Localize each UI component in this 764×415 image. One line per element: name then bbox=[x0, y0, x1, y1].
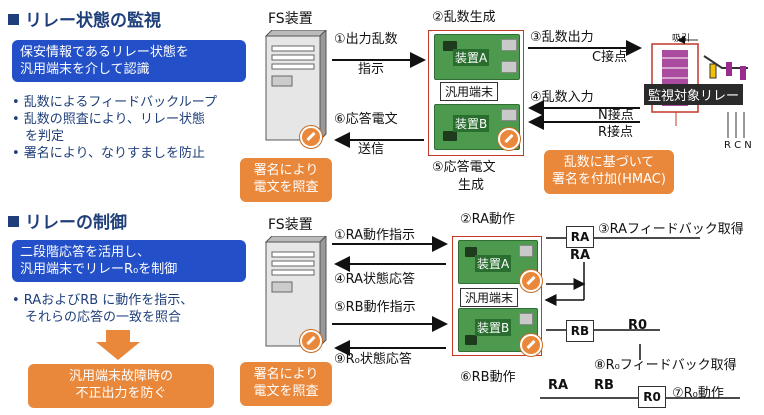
verify-signature-box: 署名により 電文を照査 bbox=[240, 362, 332, 406]
square-bullet-icon bbox=[8, 14, 19, 25]
bullet-item: • 乱数によるフィードバックループ bbox=[12, 95, 217, 110]
step6-label: ⑥応答電文 bbox=[334, 112, 398, 127]
bullet-item: • 乱数の照査により、リレー状態 bbox=[12, 112, 206, 127]
step3-dest-label: C接点 bbox=[592, 50, 628, 65]
step1-label: ①出力乱数 bbox=[334, 32, 398, 47]
hmac-signature-box: 乱数に基づいて 署名を付加(HMAC) bbox=[544, 150, 674, 194]
general-terminal-label: 汎用端末 bbox=[440, 82, 499, 101]
bullet-item: • 署名により、なりすましを防止 bbox=[12, 146, 206, 161]
bullet-item: それらの応答の一致を照合 bbox=[12, 310, 182, 325]
relay-pin-labels: R C N bbox=[724, 140, 752, 151]
bullet-item: • RAおよびRB に動作を指示、 bbox=[12, 293, 194, 308]
ctrl-step8-label: ⑧R₀フィードバック取得 bbox=[594, 358, 737, 373]
fs-server-label: FS装置 bbox=[268, 11, 313, 27]
ctrl-step6-label: ⑥RB動作 bbox=[460, 370, 516, 385]
ctrl-step4-label: ④RA状態応答 bbox=[334, 272, 416, 287]
step1-label-2: 指示 bbox=[358, 62, 385, 77]
device-b-board: 装置B bbox=[458, 308, 538, 352]
signature-pen-icon bbox=[520, 270, 542, 292]
section2-title: リレーの制御 bbox=[8, 208, 127, 233]
signature-pen-icon bbox=[498, 128, 520, 150]
section2-summary: 二段階応答を活用し、 汎用端末でリレーR₀を制御 bbox=[12, 240, 246, 282]
device-a-board: 装置A bbox=[458, 240, 538, 284]
verify-signature-box: 署名により 電文を照査 bbox=[240, 158, 332, 202]
down-arrow-icon bbox=[96, 330, 140, 360]
ctrl-step5-label: ⑤RB動作指示 bbox=[334, 300, 416, 315]
relay-ra-series-label: RA bbox=[548, 378, 569, 393]
relay-ra-contact-label: RA bbox=[570, 248, 591, 263]
bullet-item: を判定 bbox=[12, 129, 65, 144]
ctrl-step2-label: ②RA動作 bbox=[460, 212, 516, 227]
step3-label: ③乱数出力 bbox=[530, 30, 594, 45]
step4-label: ④乱数入力 bbox=[530, 90, 594, 105]
section2-bullets: • RAおよびRB に動作を指示、 それらの応答の一致を照合 bbox=[12, 292, 193, 326]
relay-rb-box: RB bbox=[566, 320, 594, 342]
relay-r0-contact-label: R0 bbox=[628, 318, 648, 333]
monitored-relay-label: 監視対象リレー bbox=[644, 84, 744, 105]
general-terminal-frame bbox=[452, 236, 542, 356]
signature-pen-icon bbox=[520, 334, 542, 356]
step5-label-2: 生成 bbox=[458, 178, 485, 193]
relay-ra-box: RA bbox=[566, 226, 594, 248]
ctrl-step3-label: ③RAフィードバック取得 bbox=[598, 222, 744, 237]
relay-rb-series-label: RB bbox=[594, 378, 614, 393]
section1-summary: 保安情報であるリレー状態を 汎用端末を介して認識 bbox=[12, 40, 246, 82]
fs-server-label: FS装置 bbox=[268, 217, 313, 233]
fs-server-icon bbox=[264, 236, 327, 348]
result-box: 汎用端末故障時の 不正出力を防ぐ bbox=[28, 364, 214, 408]
fs-server-icon bbox=[264, 30, 327, 142]
square-bullet-icon bbox=[8, 216, 19, 227]
step2-label: ②乱数生成 bbox=[432, 10, 496, 25]
step5-label: ⑤応答電文 bbox=[432, 160, 496, 175]
step4-r-label: R接点 bbox=[598, 125, 634, 140]
general-terminal-frame bbox=[428, 30, 524, 156]
step4-n-label: N接点 bbox=[598, 108, 634, 123]
signature-pen-icon bbox=[300, 126, 322, 148]
section1-bullets: • 乱数によるフィードバックループ • 乱数の照査により、リレー状態 を判定 •… bbox=[12, 94, 217, 162]
signature-pen-icon bbox=[300, 330, 322, 352]
general-terminal-label: 汎用端末 bbox=[460, 288, 519, 307]
relay-r0-box: R0 bbox=[638, 386, 666, 408]
step6-label-2: 送信 bbox=[358, 142, 385, 157]
ctrl-step7-label: ⑦R₀動作 bbox=[672, 386, 724, 401]
ctrl-step1-label: ①RA動作指示 bbox=[334, 228, 416, 243]
section1-title: リレー状態の監視 bbox=[8, 6, 161, 31]
device-a-board: 装置A bbox=[434, 34, 520, 80]
ctrl-step9-label: ⑨R₀状態応答 bbox=[334, 352, 412, 367]
relay-pull-label: 吸引 bbox=[672, 34, 691, 44]
